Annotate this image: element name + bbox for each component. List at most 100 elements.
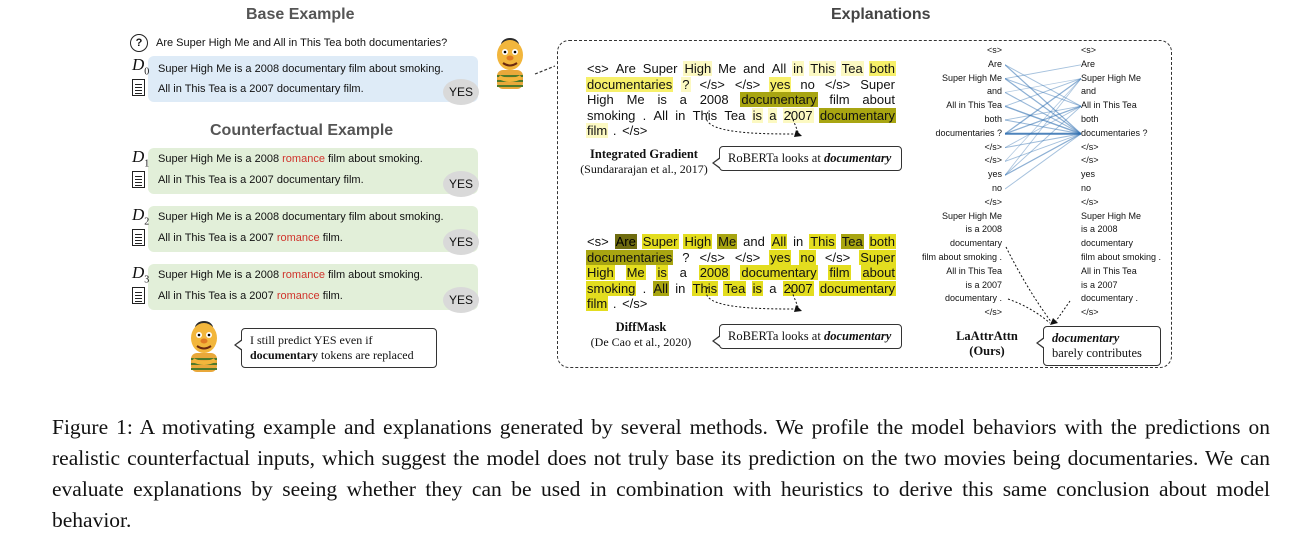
attention-link [1005,78,1081,176]
attn-token: is a 2008 [965,224,1002,235]
base-doc-line2: All in This Tea is a 2007 documentary fi… [158,83,364,95]
highlight-token: All [652,280,669,296]
highlight-token: . [642,107,647,123]
attention-link [1005,105,1081,148]
explanations-frame [557,40,1172,368]
highlight-token: no [799,249,816,265]
cf3-line1: Super High Me is a 2008 romance film abo… [158,269,423,281]
base-doc-line1: Super High Me is a 2008 documentary film… [158,63,444,75]
highlight-token: yes [769,249,792,265]
attn-token: Super High Me [1081,72,1142,83]
attn-token: Are [987,58,1002,69]
highlight-token: in [793,234,804,249]
attn-token: </s> [984,307,1002,318]
attn-token: Are [1081,58,1096,69]
bert-character-icon [497,38,523,89]
attn-token: and [1081,86,1097,97]
highlight-token: Are [615,61,636,76]
attn-token: <s> [1081,45,1097,55]
attention-link [1005,133,1081,190]
attn-token: documentary [949,238,1002,249]
highlight-token: ? [682,249,690,265]
highlight-token: High [587,92,614,107]
highlight-token: Super [860,76,895,92]
highlight-token: Tea [840,234,864,249]
highlight-token: High [683,234,713,249]
highlight-token: a [769,280,777,296]
attn-token: both [984,113,1002,124]
attention-link [1005,78,1081,162]
attn-token: no [1081,182,1092,193]
highlight-token: Super [641,234,679,249]
explanations-title: Explanations [831,6,931,23]
highlight-token: film [586,123,609,138]
attention-link [1005,105,1081,176]
attn-token: documentaries ? [935,127,1002,138]
highlight-token: documentaries [586,249,674,265]
attn-token: is a 2008 [1081,224,1118,235]
attention-link [1005,78,1081,93]
attention-link [1005,78,1081,107]
base-example-title: Base Example [246,6,355,23]
highlight-token: This [691,280,719,296]
attn-token: Super High Me [941,72,1002,83]
highlight-token: This [692,107,718,123]
attention-link [1005,78,1081,107]
attn-token: All in This Tea [1081,100,1137,111]
attn-token: All in This Tea [946,265,1002,276]
attention-lines [1005,64,1081,190]
highlight-token: documentary [818,280,896,296]
highlight-token: Tea [724,107,746,123]
highlight-token: . [612,296,617,311]
highlight-token: </s> [699,76,725,92]
attn-token: Super High Me [1081,210,1142,221]
highlight-token: a [768,107,778,123]
attn-token: All in This Tea [946,100,1002,111]
connector-arrow [534,65,556,75]
attn-token: both [1081,113,1099,124]
attn-token: film about smoking . [1081,251,1162,262]
cf-doc-box-1 [148,148,478,194]
cf2-line1: Super High Me is a 2008 documentary film… [158,211,444,223]
cf3-answer-badge: YES [443,287,479,313]
doc-label-d3: D3 [132,263,150,286]
highlight-token: Tea [723,280,747,296]
highlight-token: documentaries [586,76,674,92]
highlight-token: High [586,265,615,280]
doc-label-d1: D1 [132,147,150,170]
highlight-token: Super [642,61,678,76]
diffmask-method-label: DiffMask(De Cao et al., 2020) [590,320,692,349]
highlight-token: documentary [740,92,818,107]
highlight-token: ? [681,76,691,92]
highlight-token: is [751,107,763,123]
laattr-method-label: LaAttrAttn(Ours) [956,329,1018,358]
attention-link [1005,105,1081,121]
attention-link [1005,64,1081,135]
highlight-token: film [829,92,850,107]
highlight-token: about [861,265,896,280]
highlight-token: Me [626,92,645,107]
attention-link [1005,105,1081,135]
highlight-token: in [675,280,686,296]
highlight-token: <s> [587,234,609,249]
highlight-token: . [612,123,617,138]
attention-link [1005,133,1081,149]
cf1-answer-badge: YES [443,171,479,197]
highlight-token: in [675,107,686,123]
attention-link [1005,133,1081,162]
highlight-token: All [771,61,787,76]
document-icon [132,229,145,246]
highlight-token: Are [614,234,637,249]
highlight-token: no [800,76,815,92]
highlight-token: This [809,61,836,76]
base-answer-badge: YES [443,79,479,105]
question-text: Are Super High Me and All in This Tea bo… [156,36,448,49]
highlight-token: documentary [818,107,896,123]
highlight-token: a [679,92,687,107]
highlight-token: All [653,107,668,123]
highlight-token: yes [769,76,792,92]
doc-label-d0: D0 [132,55,150,78]
